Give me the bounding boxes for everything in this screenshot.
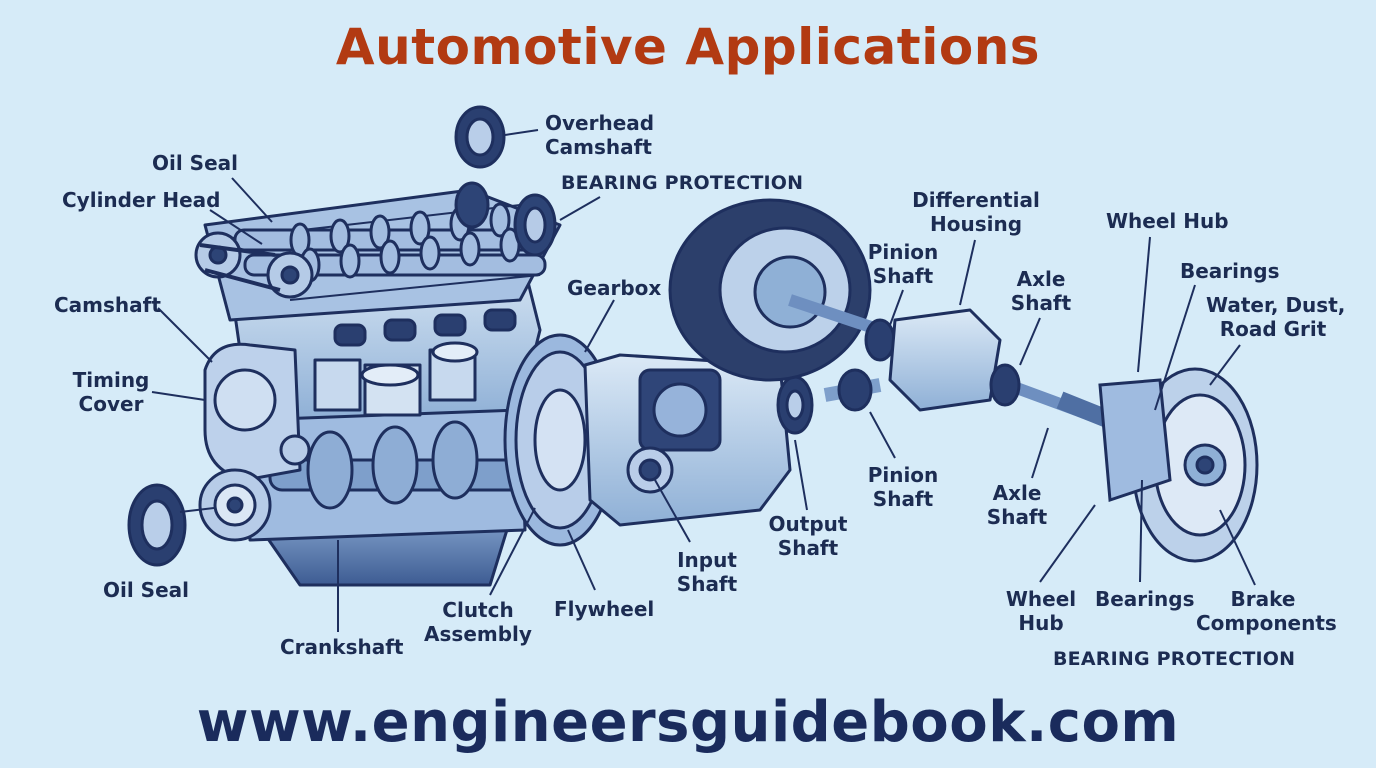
oil-seal-left-shape xyxy=(127,483,187,567)
label-camshaft: Camshaft xyxy=(54,293,161,317)
label-oil-seal-bottom: Oil Seal xyxy=(103,578,189,602)
label-bearings-bottom: Bearings xyxy=(1095,587,1195,611)
crankshaft-shape xyxy=(268,420,532,510)
label-bearing-protection-top: BEARING PROTECTION xyxy=(561,172,804,194)
camshaft-shape xyxy=(233,202,547,283)
label-cylinder-head: Cylinder Head xyxy=(62,188,221,212)
axle-assembly-shape xyxy=(788,294,1114,429)
wheel-hub-shape xyxy=(1098,367,1259,563)
engine-block xyxy=(194,181,617,587)
label-bearings-top: Bearings xyxy=(1180,259,1280,283)
oil-seal-top-shape xyxy=(454,105,506,169)
leader-lines xyxy=(151,129,1256,632)
label-bearing-protection-bottom: BEARING PROTECTION xyxy=(1053,648,1296,670)
label-water-dust-road-grit: Water, Dust,Road Grit xyxy=(1206,293,1346,341)
label-flywheel: Flywheel xyxy=(554,597,655,621)
gearbox-shape xyxy=(583,353,814,527)
label-crankshaft: Crankshaft xyxy=(280,635,404,659)
tire-shape xyxy=(668,198,872,382)
label-gearbox: Gearbox xyxy=(567,276,662,300)
label-oil-seal-top: Oil Seal xyxy=(152,151,238,175)
label-wheel-hub-top: Wheel Hub xyxy=(1106,209,1229,233)
page-title: Automotive Applications xyxy=(335,18,1041,76)
website-url: www.engineersguidebook.com xyxy=(196,690,1180,755)
